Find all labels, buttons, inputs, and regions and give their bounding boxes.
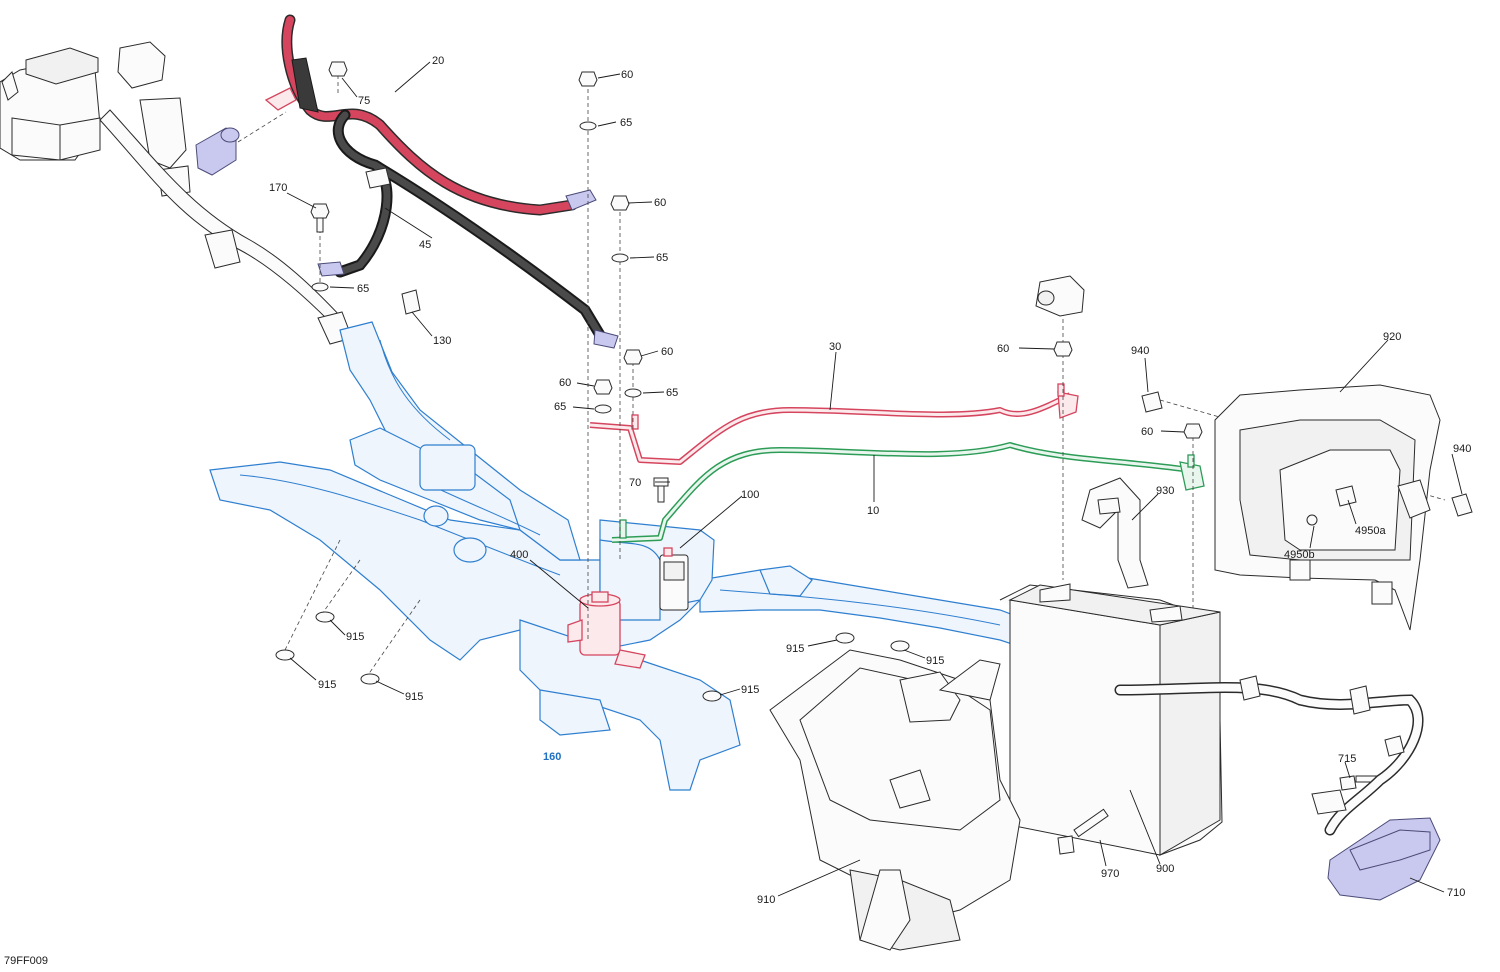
push-rivets — [275, 539, 1381, 855]
callout-940: 940 — [1453, 443, 1471, 455]
terminal-cover — [1035, 275, 1085, 317]
solenoid-400 — [567, 591, 646, 669]
callout-715: 715 — [1338, 753, 1356, 765]
fasteners — [237, 61, 1446, 640]
tail-light-710 — [1327, 817, 1441, 901]
callout-940: 940 — [1131, 345, 1149, 357]
callout-70: 70 — [629, 477, 641, 489]
callout-4950a: 4950a — [1355, 525, 1386, 537]
relay-100 — [659, 547, 689, 611]
positive-cable-20 — [264, 14, 597, 216]
battery-900 — [999, 583, 1223, 856]
battery-cover-920 — [1141, 384, 1473, 631]
callout-4950b: 4950b — [1284, 549, 1315, 561]
callout-915: 915 — [405, 691, 423, 703]
ground-bar-10 — [611, 442, 1205, 543]
callout-160: 160 — [543, 751, 561, 763]
wiring-harness — [0, 41, 353, 345]
battery-tray-910 — [769, 649, 1021, 951]
callout-170: 170 — [269, 182, 287, 194]
callout-60: 60 — [654, 197, 666, 209]
callout-915: 915 — [318, 679, 336, 691]
callout-910: 910 — [757, 894, 775, 906]
callout-65: 65 — [656, 252, 668, 264]
bus-bar-30 — [589, 383, 1079, 465]
callout-labels: 20 75 60 65 170 60 45 65 65 130 60 60 65… — [269, 55, 1471, 906]
callout-915: 915 — [741, 684, 759, 696]
callout-970: 970 — [1101, 868, 1119, 880]
callout-60: 60 — [621, 69, 633, 81]
callout-65: 65 — [357, 283, 369, 295]
callout-60: 60 — [997, 343, 1009, 355]
callout-65: 65 — [620, 117, 632, 129]
tail-harness — [1114, 675, 1424, 836]
callout-400: 400 — [510, 549, 528, 561]
callout-60: 60 — [559, 377, 571, 389]
callout-60: 60 — [1141, 426, 1153, 438]
callout-915: 915 — [786, 643, 804, 655]
callout-30: 30 — [829, 341, 841, 353]
callout-900: 900 — [1156, 863, 1174, 875]
callout-915: 915 — [346, 631, 364, 643]
grommet — [195, 127, 240, 176]
callout-710: 710 — [1447, 887, 1465, 899]
negative-cable-45 — [317, 109, 619, 349]
callout-915: 915 — [926, 655, 944, 667]
callout-75: 75 — [358, 95, 370, 107]
callout-10: 10 — [867, 505, 879, 517]
callout-60: 60 — [661, 346, 673, 358]
callout-100: 100 — [741, 489, 759, 501]
callout-65: 65 — [666, 387, 678, 399]
leader-lines — [286, 61, 1463, 897]
callout-20: 20 — [432, 55, 444, 67]
callout-920: 920 — [1383, 331, 1401, 343]
callout-130: 130 — [433, 335, 451, 347]
battery-strap-930 — [1081, 477, 1149, 589]
callout-65: 65 — [554, 401, 566, 413]
callout-930: 930 — [1156, 485, 1174, 497]
drawing-code: 79FF009 — [4, 955, 49, 967]
callout-45: 45 — [419, 239, 431, 251]
